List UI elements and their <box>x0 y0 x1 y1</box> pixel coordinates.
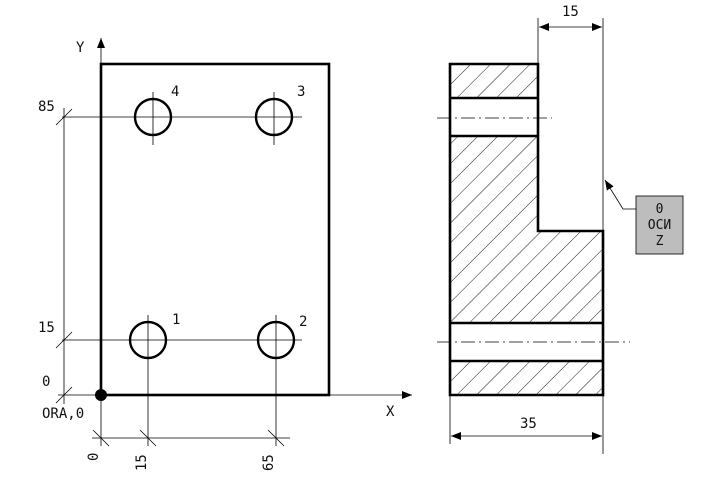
hole-label-4: 4 <box>171 84 179 100</box>
x-dim-65: 65 <box>261 454 277 471</box>
x-axis-label: X <box>386 404 395 420</box>
z-zero-badge-line-3: Z <box>656 234 664 249</box>
hole-3 <box>254 97 294 137</box>
x-dim-0: 0 <box>86 453 102 461</box>
y-tick-85 <box>55 108 73 126</box>
x-tick-65 <box>267 429 285 447</box>
z-zero-badge: 0 ОСИ Z <box>635 195 684 255</box>
x-tick-0 <box>92 429 110 447</box>
hole-4 <box>133 97 173 137</box>
bottom-dim-35: 35 <box>520 416 537 432</box>
section-body <box>450 136 603 323</box>
z-zero-leader <box>604 179 636 210</box>
origin-point <box>95 389 107 401</box>
x-dim-15: 15 <box>134 454 150 471</box>
y-dim-85: 85 <box>38 99 55 115</box>
front-part-outline <box>99 62 331 397</box>
y-axis-label: Y <box>76 40 85 56</box>
hole-2 <box>256 320 296 360</box>
hole-label-1: 1 <box>172 312 180 328</box>
section-bottom <box>450 361 603 395</box>
hole-label-2: 2 <box>299 314 307 330</box>
y-dim-0: 0 <box>42 374 50 390</box>
z-zero-badge-line-2: ОСИ <box>648 218 671 233</box>
hole-1 <box>128 320 168 360</box>
hole-label-3: 3 <box>297 84 305 100</box>
z-zero-badge-line-1: 0 <box>656 202 664 217</box>
x-tick-15 <box>139 429 157 447</box>
origin-label: ORA,0 <box>42 406 84 422</box>
top-dim-15: 15 <box>562 4 579 20</box>
side-view: 15 35 0 ОСИ Z <box>437 4 684 454</box>
front-view: Y X 1 2 3 4 ORA,0 85 15 0 <box>38 38 412 471</box>
z-zero-badge-box <box>635 195 684 255</box>
section-top <box>450 64 538 98</box>
y-tick-15 <box>55 331 73 349</box>
y-dim-15: 15 <box>38 320 55 336</box>
y-tick-0 <box>55 386 73 404</box>
